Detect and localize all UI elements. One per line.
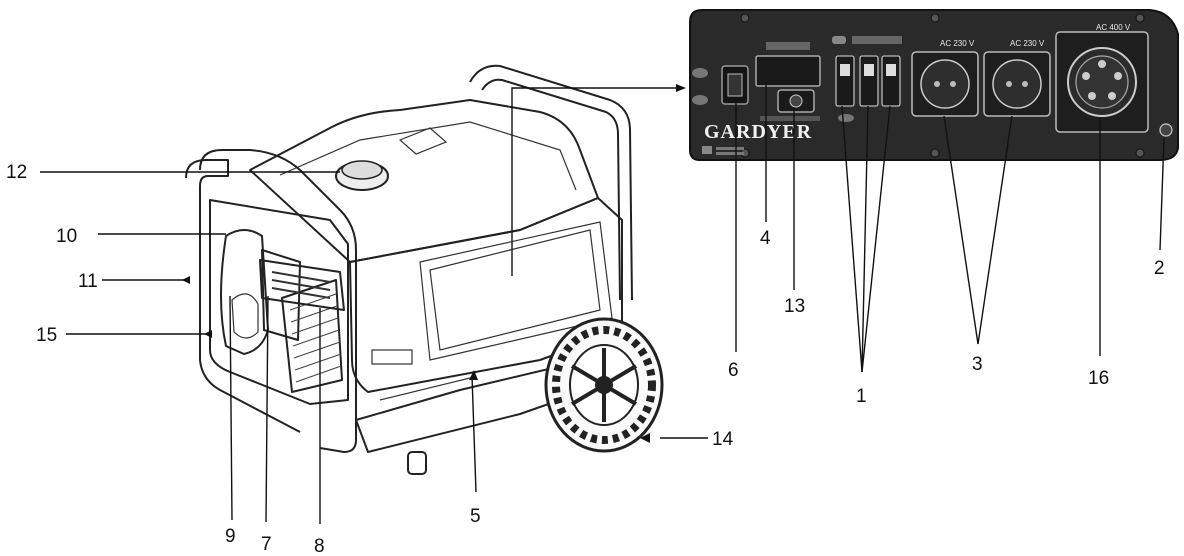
callout-3: 3 [972, 354, 983, 375]
callout-13: 13 [784, 296, 805, 317]
callout-12: 12 [6, 162, 27, 183]
frame-left-tube [185, 159, 301, 433]
callout-1: 1 [856, 386, 867, 407]
callout-6: 6 [728, 360, 739, 381]
arrowheads [182, 84, 686, 443]
wheel [544, 317, 664, 453]
frame-rear-tube-inner [481, 78, 621, 301]
callout-numbers: 12 10 11 15 9 7 8 5 14 6 4 13 1 3 16 2 [6, 162, 1165, 556]
frame-front-tube [199, 149, 357, 453]
indicator-lamp-top [692, 68, 708, 78]
leader-lines [40, 82, 1165, 524]
callout-4: 4 [760, 228, 771, 249]
generator-illustration [185, 64, 664, 475]
callout-9: 9 [225, 526, 236, 547]
circuit-breakers [835, 55, 901, 107]
callout-8: 8 [314, 536, 325, 556]
callout-15: 15 [36, 325, 57, 346]
callout-11: 11 [78, 271, 98, 292]
muffler-guard [281, 279, 343, 393]
frame-rear-tube [469, 64, 633, 301]
display-label-plate [766, 42, 810, 50]
control-panel-recess-outer [419, 221, 613, 361]
callout-16: 16 [1088, 368, 1109, 389]
tank-vent [398, 127, 448, 155]
callout-7: 7 [261, 534, 272, 555]
socket-label-400v: AC 400 V [1096, 23, 1131, 32]
indicator-lamp-bottom [692, 95, 708, 105]
control-panel-recess [429, 229, 601, 351]
callout-2: 2 [1154, 258, 1165, 279]
callout-5: 5 [470, 506, 481, 527]
starter-handle [231, 293, 259, 339]
tank-ridge [279, 121, 577, 191]
side-vent [371, 349, 413, 365]
engine-end [209, 199, 349, 405]
fuel-cap-top [341, 160, 383, 180]
ground-terminal [1159, 123, 1173, 137]
callout-10: 10 [56, 226, 77, 247]
control-panel: AC 230 V AC 230 V AC 400 V GARDYER [689, 9, 1179, 161]
callout-14: 14 [712, 429, 734, 450]
engine-cover [259, 259, 345, 311]
brand-logo: GARDYER [704, 121, 812, 143]
socket-label-230v-right: AC 230 V [1010, 39, 1045, 48]
multifunction-display [755, 55, 821, 87]
front-foot [407, 451, 427, 475]
socket-label-230v-left: AC 230 V [940, 39, 975, 48]
breaker-label-badge [832, 36, 846, 44]
recoil-starter [220, 229, 269, 355]
air-filter [261, 249, 301, 341]
fuel-tank [249, 99, 599, 263]
base-bracket [379, 377, 471, 401]
generator-body [349, 197, 623, 393]
